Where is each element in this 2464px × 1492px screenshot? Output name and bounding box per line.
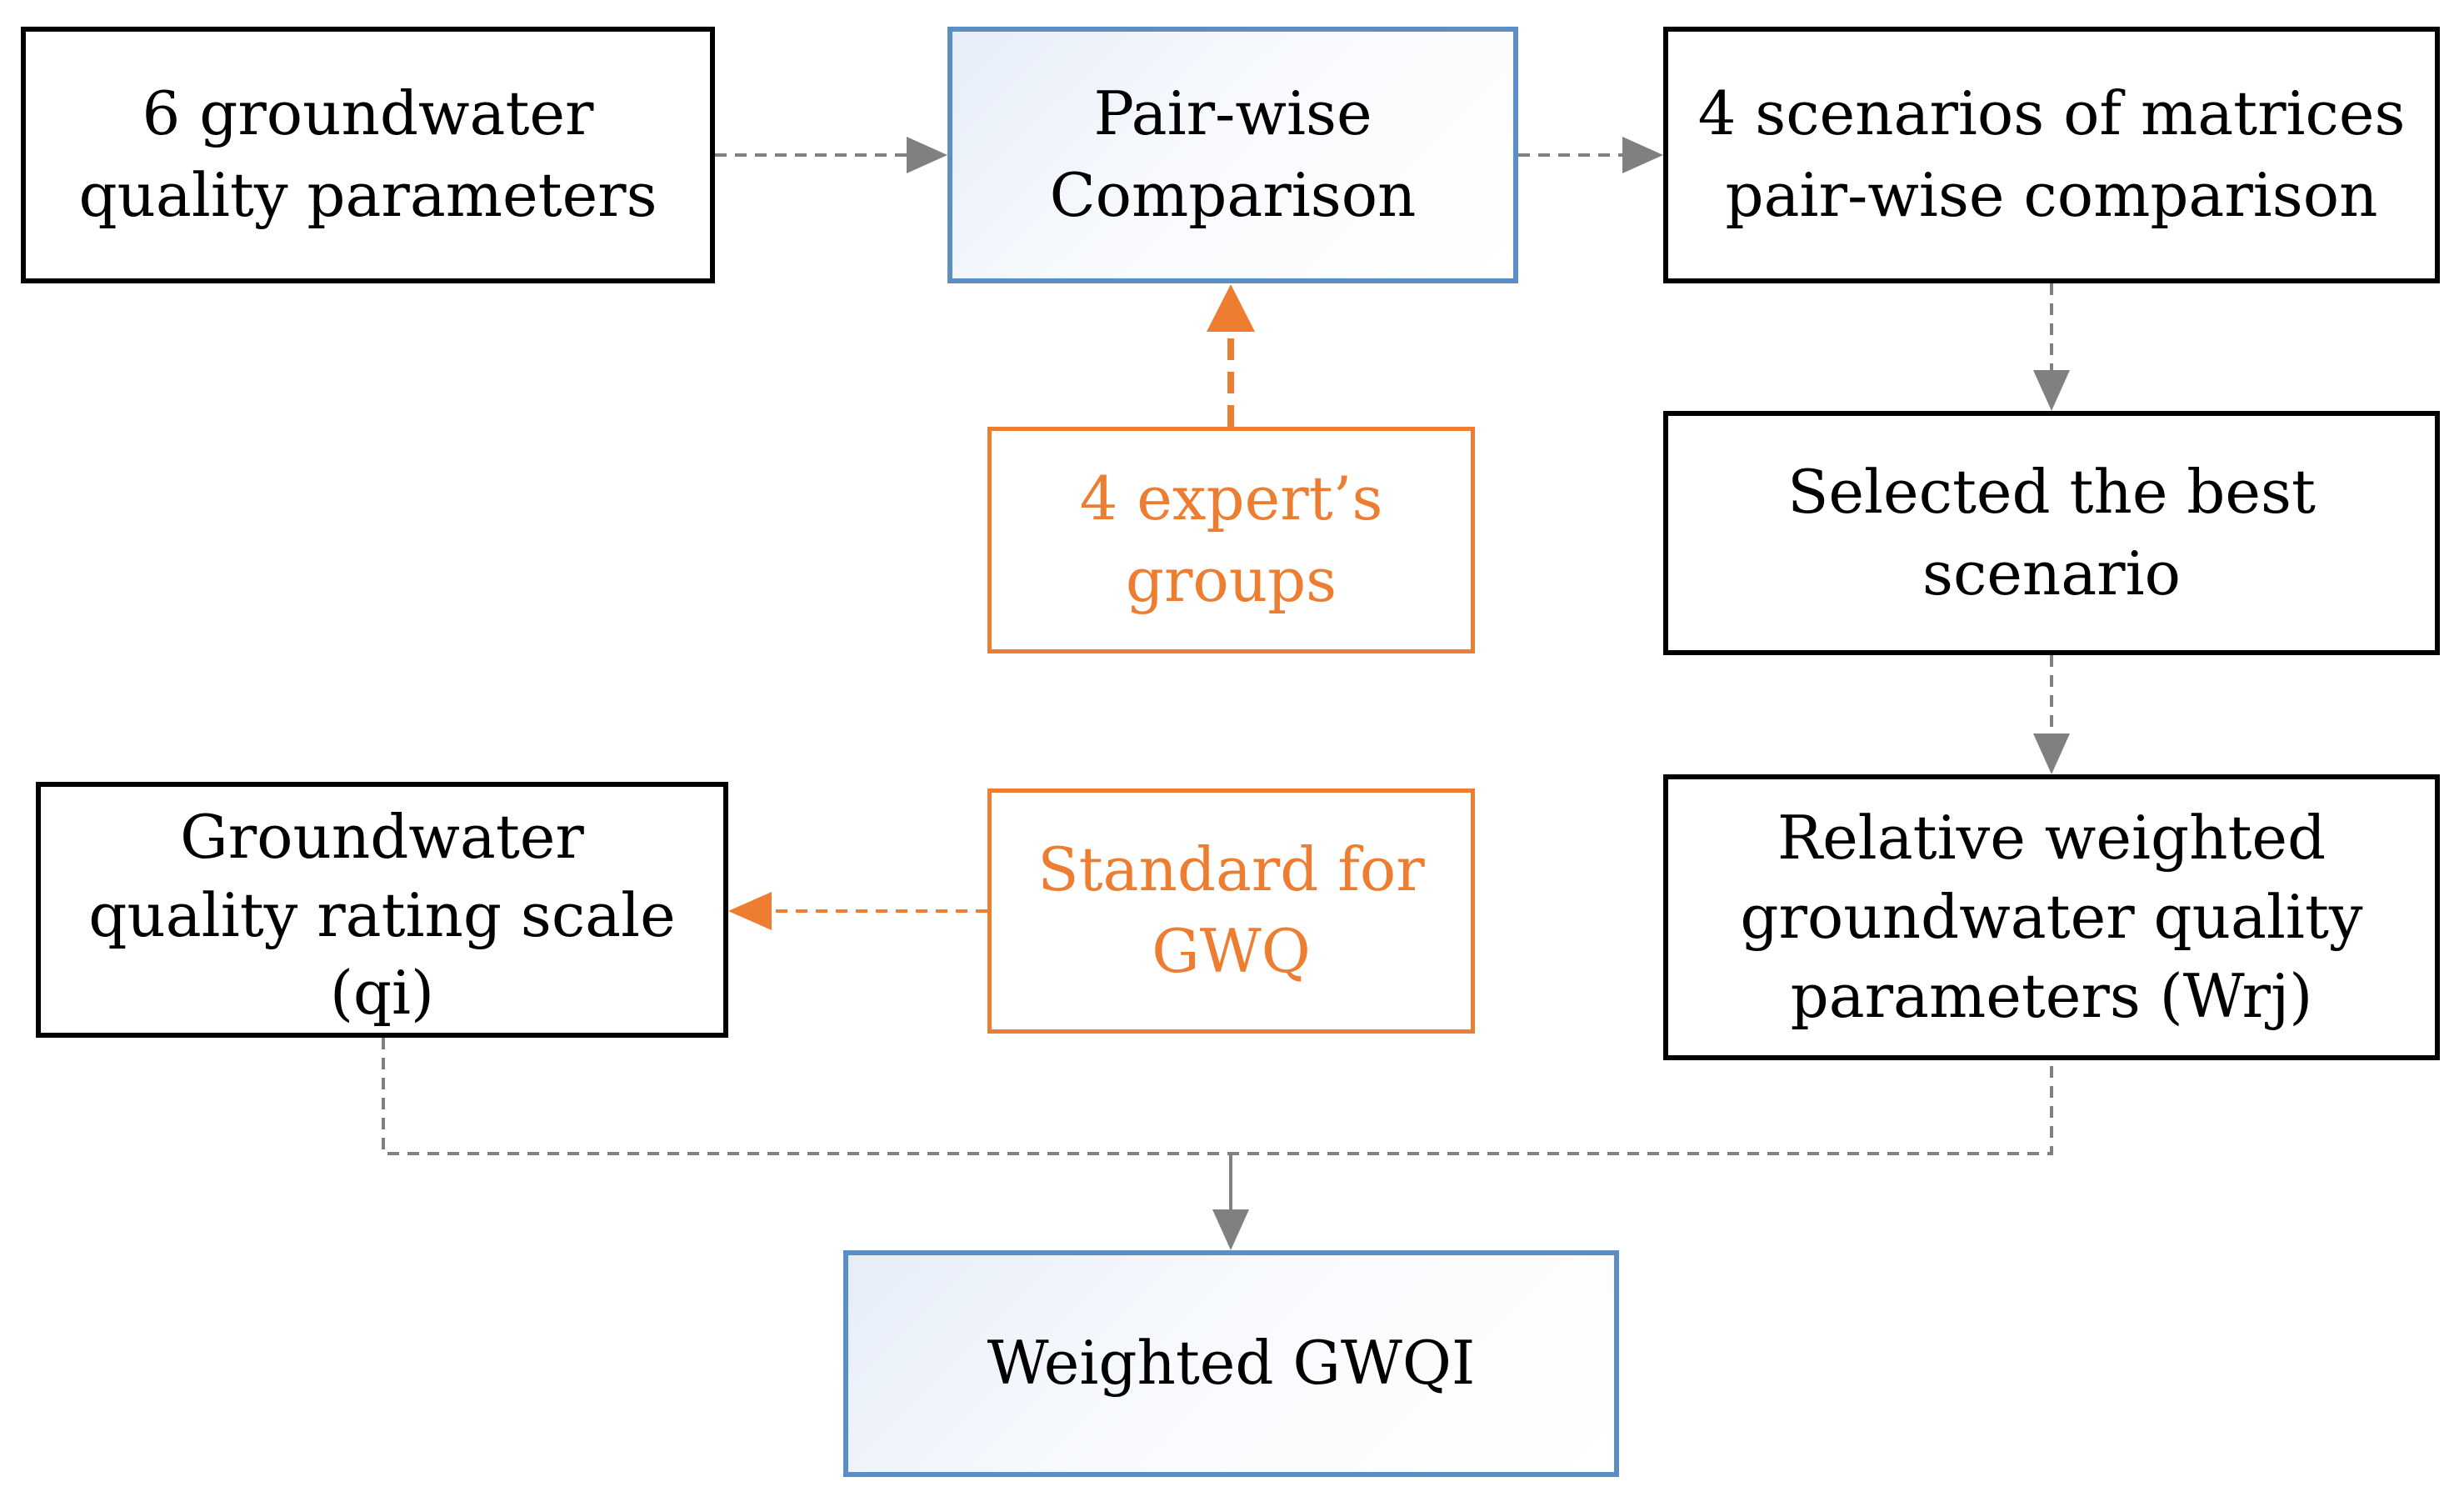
node-relative-weighted: Relative weighted groundwater quality pa… xyxy=(1663,774,2440,1060)
arrow-pairwise-to-scenarios xyxy=(1518,137,1663,173)
node-best-scenario-line2: scenario xyxy=(1922,538,2181,608)
node-groundwater-parameters-line1: 6 groundwater xyxy=(142,78,594,149)
node-weighted-gwqi-line1: Weighted GWQI xyxy=(987,1328,1476,1399)
arrow-best-to-relative xyxy=(2033,655,2070,774)
node-scenarios-matrices-line1: 4 scenarios of matrices xyxy=(1697,78,2406,149)
node-scenarios-matrices: 4 scenarios of matrices pair-wise compar… xyxy=(1663,27,2440,283)
node-groundwater-parameters-line2: quality parameters xyxy=(78,160,657,230)
node-groundwater-parameters: 6 groundwater quality parameters xyxy=(21,27,715,283)
node-gwq-standard-line1: Standard for xyxy=(1037,834,1425,905)
node-best-scenario: Selected the best scenario xyxy=(1663,411,2440,655)
node-expert-groups: 4 expert’s groups xyxy=(987,427,1475,653)
node-gwq-standard: Standard for GWQ xyxy=(987,789,1475,1034)
node-relative-weighted-line3: parameters (Wrj) xyxy=(1790,961,2313,1032)
node-best-scenario-line1: Selected the best xyxy=(1787,456,2316,527)
node-pairwise-comparison-line2: Comparison xyxy=(1049,160,1417,230)
node-relative-weighted-line1: Relative weighted xyxy=(1777,802,2327,873)
node-scenarios-matrices-line2: pair-wise comparison xyxy=(1725,160,2378,230)
node-gwq-standard-line2: GWQ xyxy=(1152,916,1311,986)
node-expert-groups-line1: 4 expert’s xyxy=(1079,463,1383,534)
node-expert-groups-line2: groups xyxy=(1125,545,1337,615)
arrow-experts-to-pairwise xyxy=(1207,284,1255,427)
node-pairwise-comparison: Pair-wise Comparison xyxy=(947,27,1518,283)
node-pairwise-comparison-line1: Pair-wise xyxy=(1093,78,1372,149)
arrow-params-to-pairwise xyxy=(715,137,947,173)
arrow-scenarios-to-best xyxy=(2033,283,2070,411)
node-rating-scale-line3: (qi) xyxy=(329,958,435,1029)
node-rating-scale-line2: quality rating scale xyxy=(88,879,676,950)
node-rating-scale-line1: Groundwater xyxy=(180,802,584,872)
node-weighted-gwqi: Weighted GWQI xyxy=(843,1250,1619,1477)
node-relative-weighted-line2: groundwater quality xyxy=(1740,881,2363,952)
arrow-merge-to-gwqi xyxy=(382,1038,2053,1250)
node-rating-scale: Groundwater quality rating scale (qi) xyxy=(36,782,728,1038)
arrow-standard-to-rating xyxy=(728,892,987,930)
